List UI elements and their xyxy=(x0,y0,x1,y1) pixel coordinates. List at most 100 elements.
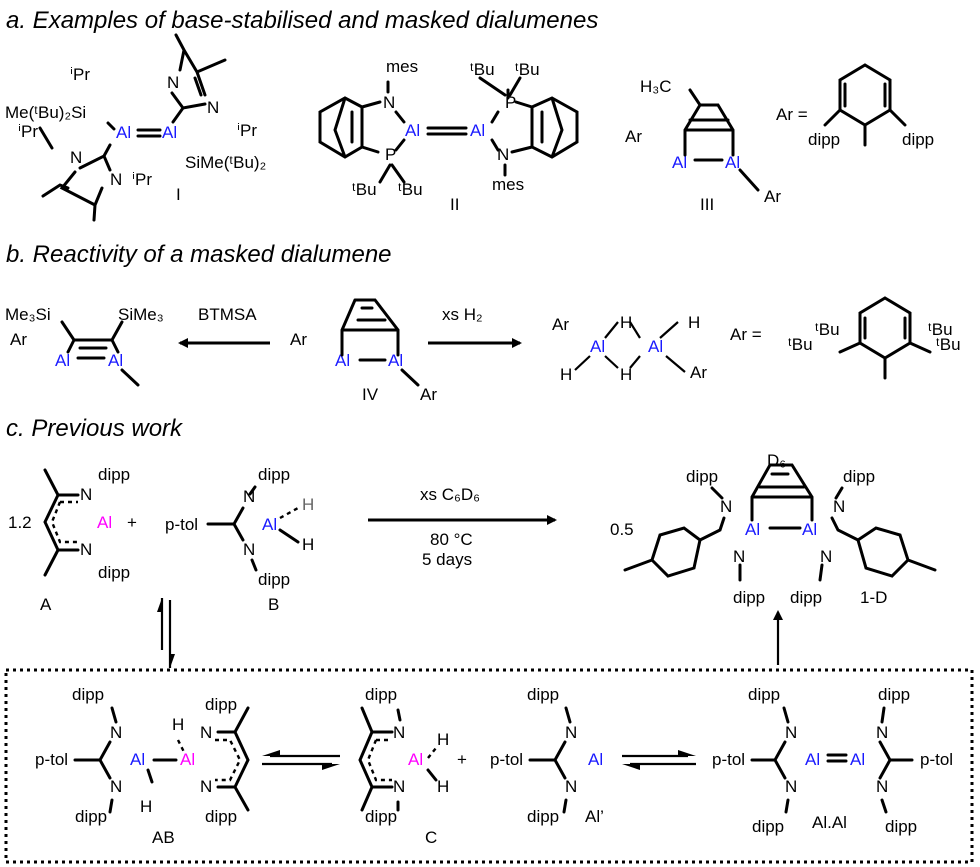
ar-definition-label: Ar = xyxy=(730,325,762,344)
nitrogen-atom: N xyxy=(820,547,832,566)
dipp-label: dipp xyxy=(365,807,397,826)
mes-label: mes xyxy=(492,175,524,194)
p-tolyl-label: p-tol xyxy=(920,750,953,769)
silyl-label: Me(ᵗBu)₂Si xyxy=(5,103,86,122)
equilibrium-arrow-1 xyxy=(262,750,340,770)
hydride-dimer: Ar Al Al H H H H Ar xyxy=(552,313,707,384)
hydride-atom: H xyxy=(620,365,632,384)
aryl-label: Ar xyxy=(764,187,781,206)
compound-label-AB: AB xyxy=(152,828,175,847)
p-tolyl-label: p-tol xyxy=(165,515,198,534)
nitrogen-atom: N xyxy=(110,170,122,189)
aryl-label: Ar xyxy=(420,385,437,404)
hydride-atom: H xyxy=(302,495,314,514)
compound-label-II: II xyxy=(450,195,459,214)
tbu-label: ᵗBu xyxy=(470,60,495,79)
compound-I: Me(ᵗBu)₂Si ⁱPr Al Al ⁱPr N N ⁱPr SiMe(ᵗB… xyxy=(5,33,266,222)
tbu-label: ᵗBu xyxy=(928,320,953,339)
trimethylsilyl-label: SiMe₃ xyxy=(118,305,164,324)
nitrogen-atom: N xyxy=(785,723,797,742)
dipp-label: dipp xyxy=(98,465,130,484)
nitrogen-atom: N xyxy=(393,777,405,796)
section-a-heading: a. Examples of base-stabilised and maske… xyxy=(6,7,598,34)
aryl-label: Ar xyxy=(10,330,27,349)
tbu-label: ᵗBu xyxy=(936,335,961,354)
compound-label-III: III xyxy=(700,195,714,214)
reagent-btmsa: BTMSA xyxy=(198,305,257,324)
hydride-atom: H xyxy=(302,535,314,554)
dipp-label: dipp xyxy=(790,588,822,607)
compound-1-D: 0.5 D₆ dipp dipp N N Al Al N N dipp dipp… xyxy=(610,451,937,607)
nitrogen-atom: N xyxy=(785,777,797,796)
reagent-c6d6: xs C₆D₆ xyxy=(420,485,480,504)
nitrogen-atom: N xyxy=(80,485,92,504)
nitrogen-atom: N xyxy=(200,723,212,742)
aluminium-atom: Al xyxy=(745,520,760,539)
compound-C: dipp dipp N N Al H H C xyxy=(358,685,449,847)
compound-B: p-tol N N Al H H dipp dipp B xyxy=(165,465,314,614)
dipp-label: dipp xyxy=(365,685,397,704)
ipr-label: ⁱPr xyxy=(237,121,257,140)
nitrogen-atom: N xyxy=(833,497,845,516)
stoichiometry-A: 1.2 xyxy=(8,513,32,532)
phosphorus-atom: P xyxy=(505,93,516,112)
nitrogen-atom: N xyxy=(565,777,577,796)
aluminium-atom: Al xyxy=(802,520,817,539)
aluminium-atom: Al xyxy=(180,750,195,769)
dipp-label: dipp xyxy=(878,685,910,704)
dipp-label: dipp xyxy=(258,570,290,589)
dipp-label: dipp xyxy=(752,817,784,836)
p-tolyl-label: p-tol xyxy=(712,750,745,769)
mechanism-box xyxy=(4,668,974,864)
aryl-label: Ar xyxy=(625,127,642,146)
nitrogen-atom: N xyxy=(207,98,219,117)
trimethylsilyl-label: Me₃Si xyxy=(5,305,51,324)
dipp-label: dipp xyxy=(75,807,107,826)
dipp-label: dipp xyxy=(733,588,765,607)
aluminium-atom: Al xyxy=(470,121,485,140)
reagent-h2: xs H₂ xyxy=(442,305,483,324)
equilibrium-arrow-2 xyxy=(622,750,696,770)
compound-III: H₃C Ar Al Al Ar III Ar = dipp dipp xyxy=(625,63,934,214)
aluminium-atom: Al xyxy=(805,750,820,769)
aluminium-atom: Al xyxy=(335,351,350,370)
dipp-label: dipp xyxy=(902,130,934,149)
nitrogen-atom: N xyxy=(243,540,255,559)
compound-Al-prime: p-tol N N Al dipp dipp Al’ xyxy=(490,685,604,826)
aluminium-atom: Al xyxy=(408,750,423,769)
ipr-label: ⁱPr xyxy=(132,170,152,189)
compound-label-IV: IV xyxy=(362,385,379,404)
compound-label-C: C xyxy=(425,828,437,847)
dipp-label: dipp xyxy=(527,685,559,704)
nitrogen-atom: N xyxy=(383,93,395,112)
equilibrium-arrow-vertical xyxy=(157,598,175,668)
nitrogen-atom: N xyxy=(565,723,577,742)
hydride-atom: H xyxy=(620,313,632,332)
aluminium-atom: Al xyxy=(130,750,145,769)
tbu-label: ᵗBu xyxy=(515,60,540,79)
aluminium-atom: Al xyxy=(55,351,70,370)
dipp-label: dipp xyxy=(205,807,237,826)
nitrogen-atom: N xyxy=(80,540,92,559)
tbu-label: ᵗBu xyxy=(815,320,840,339)
tbu-label: ᵗBu xyxy=(352,180,377,199)
hydride-atom: H xyxy=(688,313,700,332)
aluminium-atom: Al xyxy=(648,337,663,356)
nitrogen-atom: N xyxy=(110,777,122,796)
compound-label-1-D: 1-D xyxy=(860,588,887,607)
hydride-atom: H xyxy=(172,715,184,734)
dipp-label: dipp xyxy=(686,467,718,486)
compound-AB: p-tol N N Al Al H H dipp dipp N N dipp d… xyxy=(35,685,250,847)
nitrogen-atom: N xyxy=(876,777,888,796)
methyl-label: H₃C xyxy=(640,77,671,96)
plus-sign: + xyxy=(127,513,137,532)
mes-label: mes xyxy=(386,57,418,76)
silyl-label: SiMe(ᵗBu)₂ xyxy=(185,153,266,172)
p-tolyl-label: p-tol xyxy=(35,750,68,769)
nitrogen-atom: N xyxy=(733,547,745,566)
ipr-label: ⁱPr xyxy=(70,65,90,84)
tbu-label: ᵗBu xyxy=(398,180,423,199)
phosphorus-atom: P xyxy=(385,145,396,164)
aryl-label: Ar xyxy=(690,363,707,382)
